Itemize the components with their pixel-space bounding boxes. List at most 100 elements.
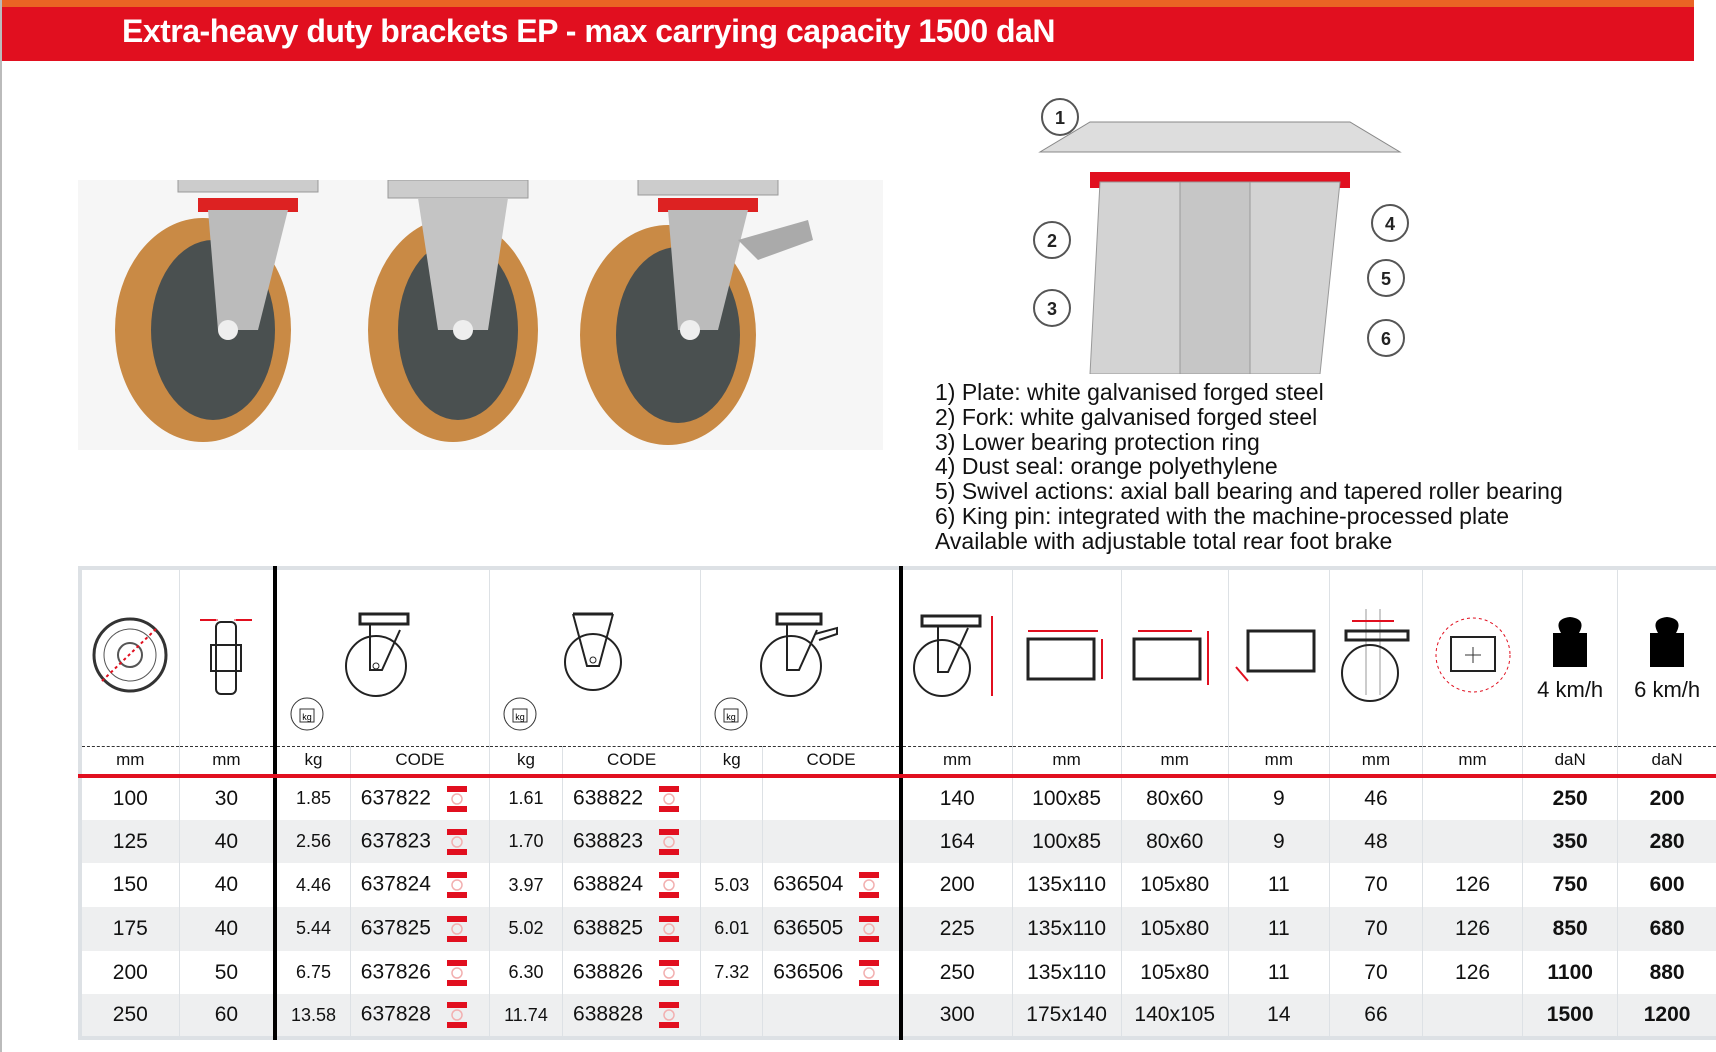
product-code[interactable]: 636504 xyxy=(762,863,901,908)
table-cell: 750 xyxy=(1522,863,1618,908)
product-code[interactable]: 637825 xyxy=(349,907,490,951)
product-code[interactable]: 638824 xyxy=(562,863,701,908)
datasheet-icon[interactable] xyxy=(859,959,880,986)
table-cell: 9 xyxy=(1227,819,1330,864)
code-text[interactable]: 638828 xyxy=(573,1002,644,1026)
table-cell: 250 xyxy=(79,994,180,1039)
unit-label: mm xyxy=(898,745,1013,778)
product-code[interactable]: 637828 xyxy=(349,994,490,1039)
unit-label: mm xyxy=(1120,745,1229,778)
title-banner: Extra-heavy duty brackets EP - max carry… xyxy=(2,0,1694,61)
bolt-hole-diameter-icon xyxy=(1227,568,1330,746)
table-cell: 70 xyxy=(1328,863,1423,908)
table-cell: 880 xyxy=(1617,950,1716,995)
table-cell: 80x60 xyxy=(1120,819,1229,864)
svg-text:kg: kg xyxy=(302,712,312,722)
unit-label: mm xyxy=(1011,745,1122,778)
code-text[interactable]: 638826 xyxy=(573,960,644,984)
datasheet-icon[interactable] xyxy=(659,1002,680,1029)
table-cell: 164 xyxy=(898,819,1013,864)
datasheet-icon[interactable] xyxy=(446,872,467,899)
product-code[interactable]: 636505 xyxy=(762,907,901,951)
brake-caster-icon: kg xyxy=(700,568,901,746)
table-cell: 200 xyxy=(898,863,1013,908)
code-text[interactable]: 637823 xyxy=(360,829,431,853)
table-cell: 850 xyxy=(1522,907,1618,951)
product-code[interactable]: 636506 xyxy=(762,950,901,995)
code-text[interactable]: 636506 xyxy=(773,960,844,984)
table-cell: 11 xyxy=(1227,907,1330,951)
load-4kmh-icon: 4 km/h xyxy=(1522,568,1618,746)
code-text[interactable]: 636504 xyxy=(773,872,844,896)
product-code[interactable]: 637822 xyxy=(349,776,490,820)
datasheet-icon[interactable] xyxy=(446,785,467,812)
table-cell: 126 xyxy=(1421,950,1523,995)
code-text[interactable]: 638825 xyxy=(573,916,644,940)
table-cell: 66 xyxy=(1328,994,1423,1039)
code-text[interactable]: 638824 xyxy=(573,872,644,896)
table-cell xyxy=(1421,776,1523,820)
unit-label: mm xyxy=(1328,745,1423,778)
table-cell: 1.70 xyxy=(488,819,563,864)
datasheet-icon[interactable] xyxy=(659,959,680,986)
table-cell: 13.58 xyxy=(273,994,351,1039)
datasheet-icon[interactable] xyxy=(859,915,880,942)
table-cell: 126 xyxy=(1421,907,1523,951)
code-text[interactable]: 636505 xyxy=(773,916,844,940)
product-code[interactable]: 638822 xyxy=(562,776,701,820)
table-cell: 680 xyxy=(1617,907,1716,951)
code-text[interactable]: 637828 xyxy=(360,1002,431,1026)
table-cell: 600 xyxy=(1617,863,1716,908)
table-cell: 300 xyxy=(898,994,1013,1039)
datasheet-icon[interactable] xyxy=(446,915,467,942)
product-code[interactable]: 637826 xyxy=(349,950,490,995)
table-cell: 135x110 xyxy=(1011,907,1122,951)
datasheet-icon[interactable] xyxy=(859,872,880,899)
datasheet-icon[interactable] xyxy=(659,915,680,942)
datasheet-icon[interactable] xyxy=(446,1002,467,1029)
table-cell: 6.30 xyxy=(488,950,563,995)
product-code[interactable]: 638826 xyxy=(562,950,701,995)
datasheet-icon[interactable] xyxy=(446,828,467,855)
table-cell: 1500 xyxy=(1522,994,1618,1039)
table-cell: 4.46 xyxy=(273,863,351,908)
product-code[interactable]: 637824 xyxy=(349,863,490,908)
code-text[interactable]: 637825 xyxy=(360,916,431,940)
datasheet-icon[interactable] xyxy=(446,959,467,986)
table-cell: 14 xyxy=(1227,994,1330,1039)
code-text[interactable]: 638822 xyxy=(573,786,644,810)
table-cell: 9 xyxy=(1227,776,1330,820)
table-cell: 70 xyxy=(1328,950,1423,995)
table-cell: 280 xyxy=(1617,819,1716,864)
unit-label: mm xyxy=(178,745,276,778)
overall-height-icon xyxy=(898,568,1013,746)
product-code[interactable]: 638823 xyxy=(562,819,701,864)
table-cell xyxy=(1421,819,1523,864)
product-code xyxy=(762,819,901,864)
fixed-caster-photo xyxy=(368,179,538,442)
table-cell: 200 xyxy=(1617,776,1716,820)
weight-kg-icon: kg xyxy=(289,696,325,738)
code-text[interactable]: 637824 xyxy=(360,872,431,896)
code-text[interactable]: 637822 xyxy=(360,786,431,810)
code-text[interactable]: 637826 xyxy=(360,960,431,984)
product-code[interactable]: 638825 xyxy=(562,907,701,951)
table-cell xyxy=(700,819,763,864)
feature-legend: 1) Plate: white galvanised forged steel … xyxy=(935,380,1563,554)
datasheet-icon[interactable] xyxy=(659,872,680,899)
datasheet-icon[interactable] xyxy=(659,828,680,855)
product-code[interactable]: 638828 xyxy=(562,994,701,1039)
wheel-diameter-icon xyxy=(79,568,180,746)
datasheet-icon[interactable] xyxy=(659,785,680,812)
table-cell: 105x80 xyxy=(1120,863,1229,908)
code-text[interactable]: 638823 xyxy=(573,829,644,853)
legend-item: 2) Fork: white galvanised forged steel xyxy=(935,403,1318,430)
unit-label: CODE xyxy=(349,745,490,778)
table-cell: 250 xyxy=(898,950,1013,995)
product-code[interactable]: 637823 xyxy=(349,819,490,864)
